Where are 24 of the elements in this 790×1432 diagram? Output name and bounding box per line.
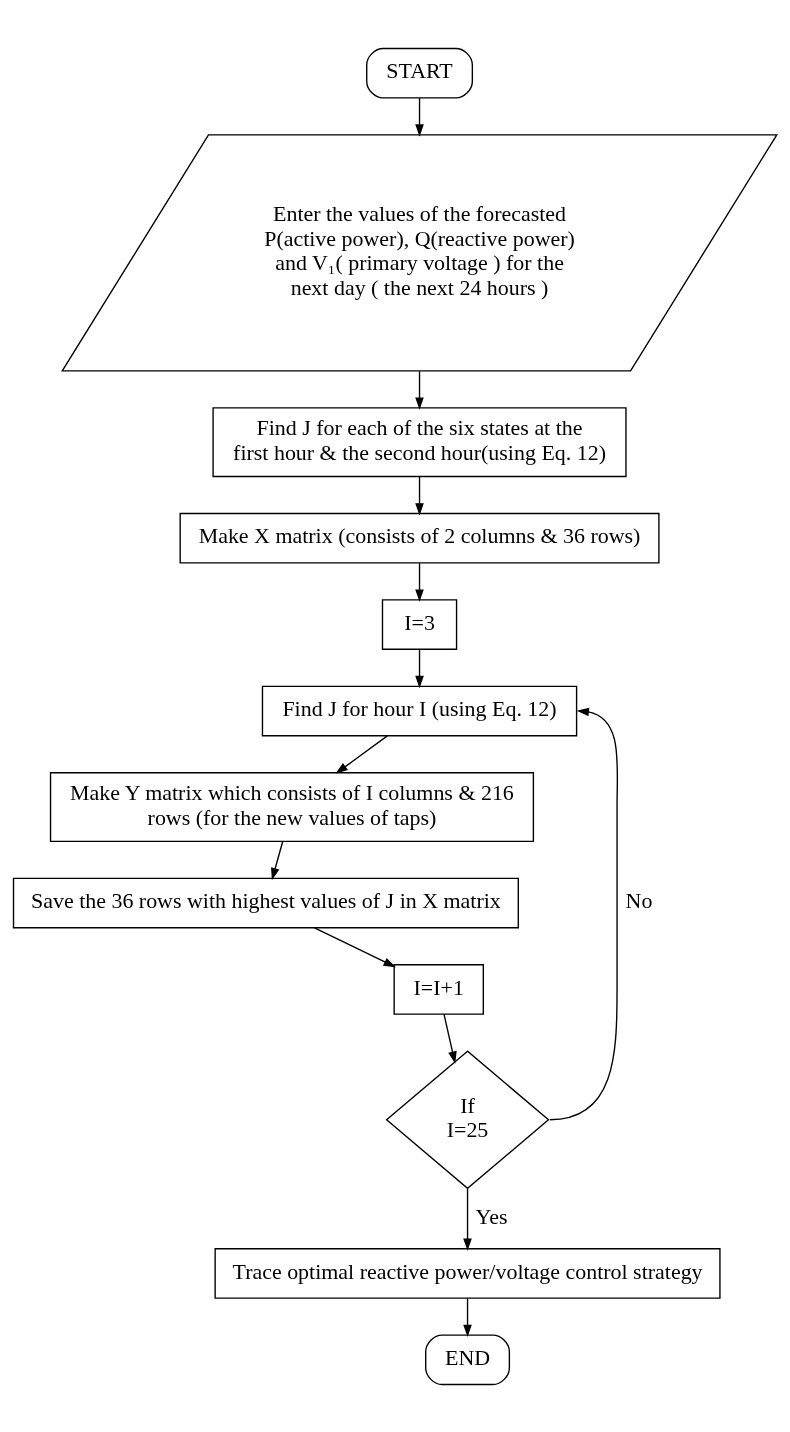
node-box: I=I+1	[393, 963, 484, 1015]
arrow	[415, 475, 424, 515]
node-box: Make X matrix (consists of 2 columns & 36 rows)	[179, 512, 660, 564]
edge-label: No	[625, 887, 653, 913]
arrow	[415, 96, 424, 137]
arrow	[313, 926, 396, 967]
node-box: Find J for each of the six states at the first hour & the second hour(using Eq. 12)	[212, 406, 627, 477]
node-box: Trace optimal reactive power/voltage control strategy	[214, 1247, 721, 1299]
node-box: I=3	[381, 598, 458, 650]
arrow	[415, 648, 424, 688]
arrow	[549, 707, 619, 1120]
arrow	[415, 562, 424, 602]
arrow	[443, 1013, 457, 1064]
node-box: START	[366, 47, 474, 99]
node-box: Save the 36 rows with highest values of J in X matrix	[12, 877, 519, 928]
arrow	[463, 1297, 472, 1337]
arrow	[463, 1187, 472, 1251]
edge-label: Yes	[475, 1203, 508, 1229]
node-box: Find J for hour I (using Eq. 12)	[261, 685, 578, 736]
node-box: Make Y matrix which consists of I columns & 216 rows (for the new values of taps)	[49, 771, 535, 842]
arrow	[335, 734, 389, 774]
arrow	[271, 840, 284, 880]
node-box: END	[425, 1333, 511, 1385]
arrow	[415, 370, 424, 410]
